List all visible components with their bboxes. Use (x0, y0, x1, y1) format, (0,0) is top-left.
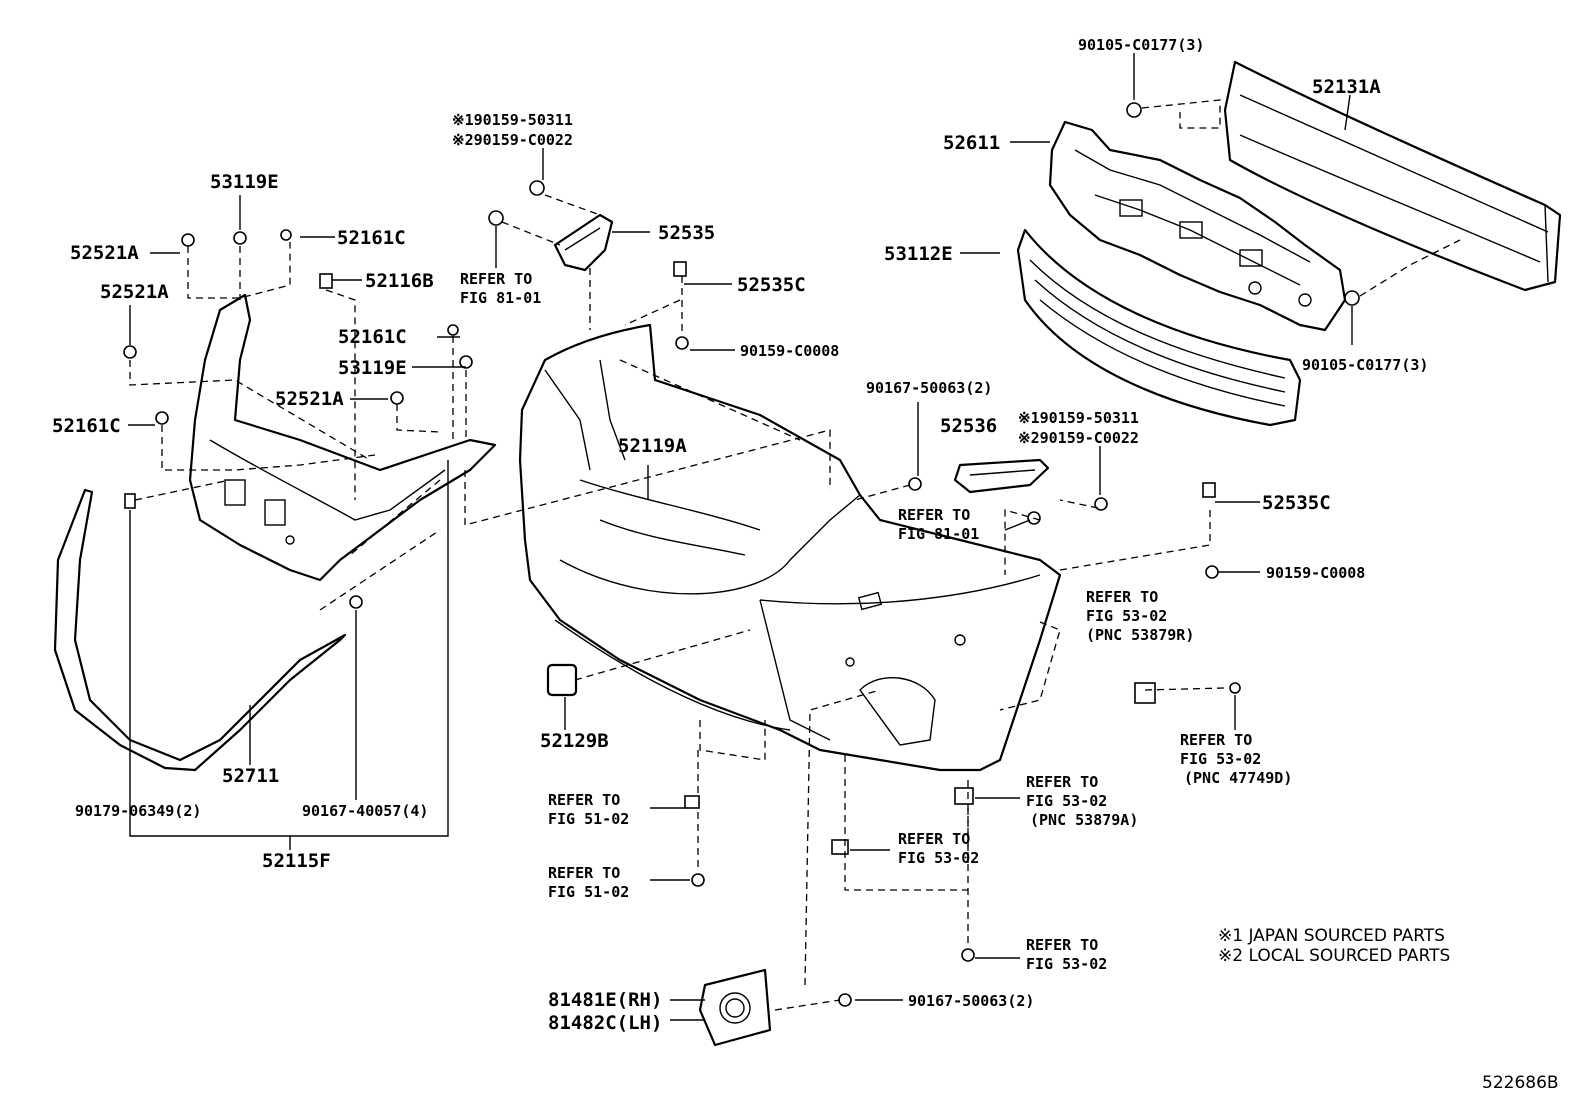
hole-plug (546, 663, 578, 697)
label-refer-fig-53-02-c-line1: REFER TO (1026, 773, 1098, 791)
note-local-sourced: ※2 LOCAL SOURCED PARTS (1218, 946, 1450, 966)
bumper-bracket-52536 (953, 458, 1050, 494)
label-53119e-top: 53119E (210, 171, 279, 193)
source-legend: ※1 JAPAN SOURCED PARTS ※2 LOCAL SOURCED … (1218, 926, 1450, 966)
bumper-reinforcement (1223, 60, 1562, 292)
label-52115f: 52115F (262, 850, 331, 872)
bumper-support (188, 293, 497, 582)
label-sym1-90159-50311-top: ※190159-50311 (452, 111, 573, 129)
label-81481e-rh: 81481E(RH) (548, 989, 662, 1011)
leader-lines (128, 53, 1461, 1021)
energy-absorber (1048, 120, 1347, 332)
label-52521a-3: 52521A (275, 388, 344, 410)
label-52161c-2: 52161C (338, 326, 407, 348)
bumper-bracket-52535 (553, 213, 614, 272)
label-90159-c0008-top: 90159-C0008 (740, 342, 839, 360)
label-pnc-53879r: (PNC 53879R) (1086, 626, 1194, 644)
label-refer-fig-53-02-c-line2: FIG 53-02 (1026, 792, 1107, 810)
front-molding (53, 488, 347, 772)
label-52119a: 52119A (618, 435, 687, 457)
label-refer-fig-53-02-r-line2: FIG 53-02 (1086, 607, 1167, 625)
label-refer-fig-51-02-b-line2: FIG 51-02 (548, 883, 629, 901)
label-refer-fig-81-01-a-line1: REFER TO (460, 270, 532, 288)
label-refer-fig-53-02-p-line1: REFER TO (1180, 731, 1252, 749)
label-refer-fig-81-01-a-line2: FIG 81-01 (460, 289, 541, 307)
figure-id: 522686B (1482, 1073, 1559, 1093)
label-52711: 52711 (222, 765, 279, 787)
bumper-cover (518, 323, 1062, 772)
label-refer-fig-81-01-b-line2: FIG 81-01 (898, 525, 979, 543)
label-sym2-90159-c0022-top: ※290159-C0022 (452, 131, 573, 149)
label-refer-fig-51-02-a-line1: REFER TO (548, 791, 620, 809)
label-52131a: 52131A (1312, 76, 1381, 98)
note-japan-sourced: ※1 JAPAN SOURCED PARTS (1218, 926, 1445, 946)
label-refer-fig-53-02-r-line1: REFER TO (1086, 588, 1158, 606)
label-52535c-mid: 52535C (1262, 492, 1331, 514)
label-53112e: 53112E (884, 243, 953, 265)
label-refer-fig-53-02-d-line2: FIG 53-02 (898, 849, 979, 867)
label-refer-fig-53-02-e-line1: REFER TO (1026, 936, 1098, 954)
label-90167-50063-top: 90167-50063(2) (866, 379, 992, 397)
label-pnc-47749d: (PNC 47749D) (1184, 769, 1292, 787)
label-90159-c0008-mid: 90159-C0008 (1266, 564, 1365, 582)
label-sym1-90159-50311-mid: ※190159-50311 (1018, 409, 1139, 427)
label-81482c-lh: 81482C(LH) (548, 1012, 662, 1034)
label-53119e-2: 53119E (338, 357, 407, 379)
label-90105-c0177-bottom: 90105-C0177(3) (1302, 356, 1428, 374)
label-sym2-90159-c0022-mid: ※290159-C0022 (1018, 429, 1139, 447)
label-52611: 52611 (943, 132, 1000, 154)
lower-grille (1016, 228, 1302, 427)
label-52129b: 52129B (540, 730, 609, 752)
label-52535: 52535 (658, 222, 715, 244)
label-52536: 52536 (940, 415, 997, 437)
label-refer-fig-81-01-b-line1: REFER TO (898, 506, 970, 524)
label-pnc-53879a: (PNC 53879A) (1030, 811, 1138, 829)
label-52521a-2: 52521A (100, 281, 169, 303)
fog-lamp-cover (698, 968, 772, 1047)
label-refer-fig-53-02-p-line2: FIG 53-02 (1180, 750, 1261, 768)
label-52161c-1: 52161C (337, 227, 406, 249)
label-refer-fig-53-02-d-line1: REFER TO (898, 830, 970, 848)
label-refer-fig-51-02-a-line2: FIG 51-02 (548, 810, 629, 828)
part-labels: 90105-C0177(3) 52131A 52611 ※190159-5031… (52, 36, 1428, 1034)
label-refer-fig-53-02-e-line2: FIG 53-02 (1026, 955, 1107, 973)
label-90167-50063-bottom: 90167-50063(2) (908, 992, 1034, 1010)
label-refer-fig-51-02-b-line1: REFER TO (548, 864, 620, 882)
label-52116b: 52116B (365, 270, 434, 292)
label-52535c-top: 52535C (737, 274, 806, 296)
label-90167-40057: 90167-40057(4) (302, 802, 428, 820)
label-90105-c0177-top: 90105-C0177(3) (1078, 36, 1204, 54)
label-52521a-1: 52521A (70, 242, 139, 264)
label-90179-06349: 90179-06349(2) (75, 802, 201, 820)
label-52161c-3: 52161C (52, 415, 121, 437)
